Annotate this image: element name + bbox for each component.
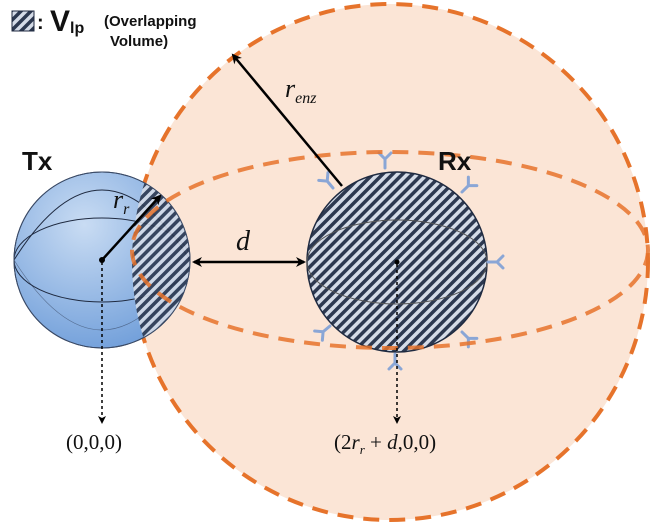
receptor-icon — [486, 254, 505, 270]
receptor-icon — [460, 175, 479, 194]
tx-radius-main: r — [113, 185, 124, 214]
legend-symbol: V — [50, 5, 70, 38]
receptor-icon — [317, 171, 335, 190]
enzyme-radius-label: renz — [285, 74, 317, 107]
rx-label: Rx — [438, 146, 472, 176]
receptor-icon — [387, 352, 403, 371]
tx-label: Tx — [22, 146, 53, 176]
svg-text::: : — [37, 12, 44, 34]
rx-center-dot — [394, 259, 400, 265]
enzyme-radius-main: r — [285, 74, 296, 103]
svg-text:(Overlapping: (Overlapping — [104, 13, 197, 30]
tx-radius-label: rr — [113, 185, 130, 218]
tx-coordinate: (0,0,0) — [66, 430, 122, 454]
rx-coordinate: (2rr + d,0,0) — [334, 430, 436, 457]
svg-text:Vlp: Vlp — [50, 5, 84, 38]
receptor-icon — [313, 324, 332, 342]
legend: : Vlp (Overlapping Volume) — [11, 5, 197, 50]
receptors — [313, 151, 505, 371]
legend-symbol-sub: lp — [70, 20, 84, 37]
legend-colon: : — [37, 12, 44, 34]
enzyme-radius-arrow — [231, 53, 343, 187]
legend-desc-2: Volume) — [110, 33, 168, 50]
tx-radius-arrow — [101, 194, 162, 261]
legend-hatch-swatch — [11, 10, 35, 32]
legend-desc-1: (Overlapping — [104, 13, 197, 30]
enzyme-equator-ellipse — [130, 150, 650, 350]
enzyme-radius-sub: enz — [295, 90, 317, 107]
svg-text:Volume): Volume) — [110, 33, 168, 50]
tx-radius-sub: r — [123, 201, 130, 218]
distance-label: d — [236, 226, 251, 257]
